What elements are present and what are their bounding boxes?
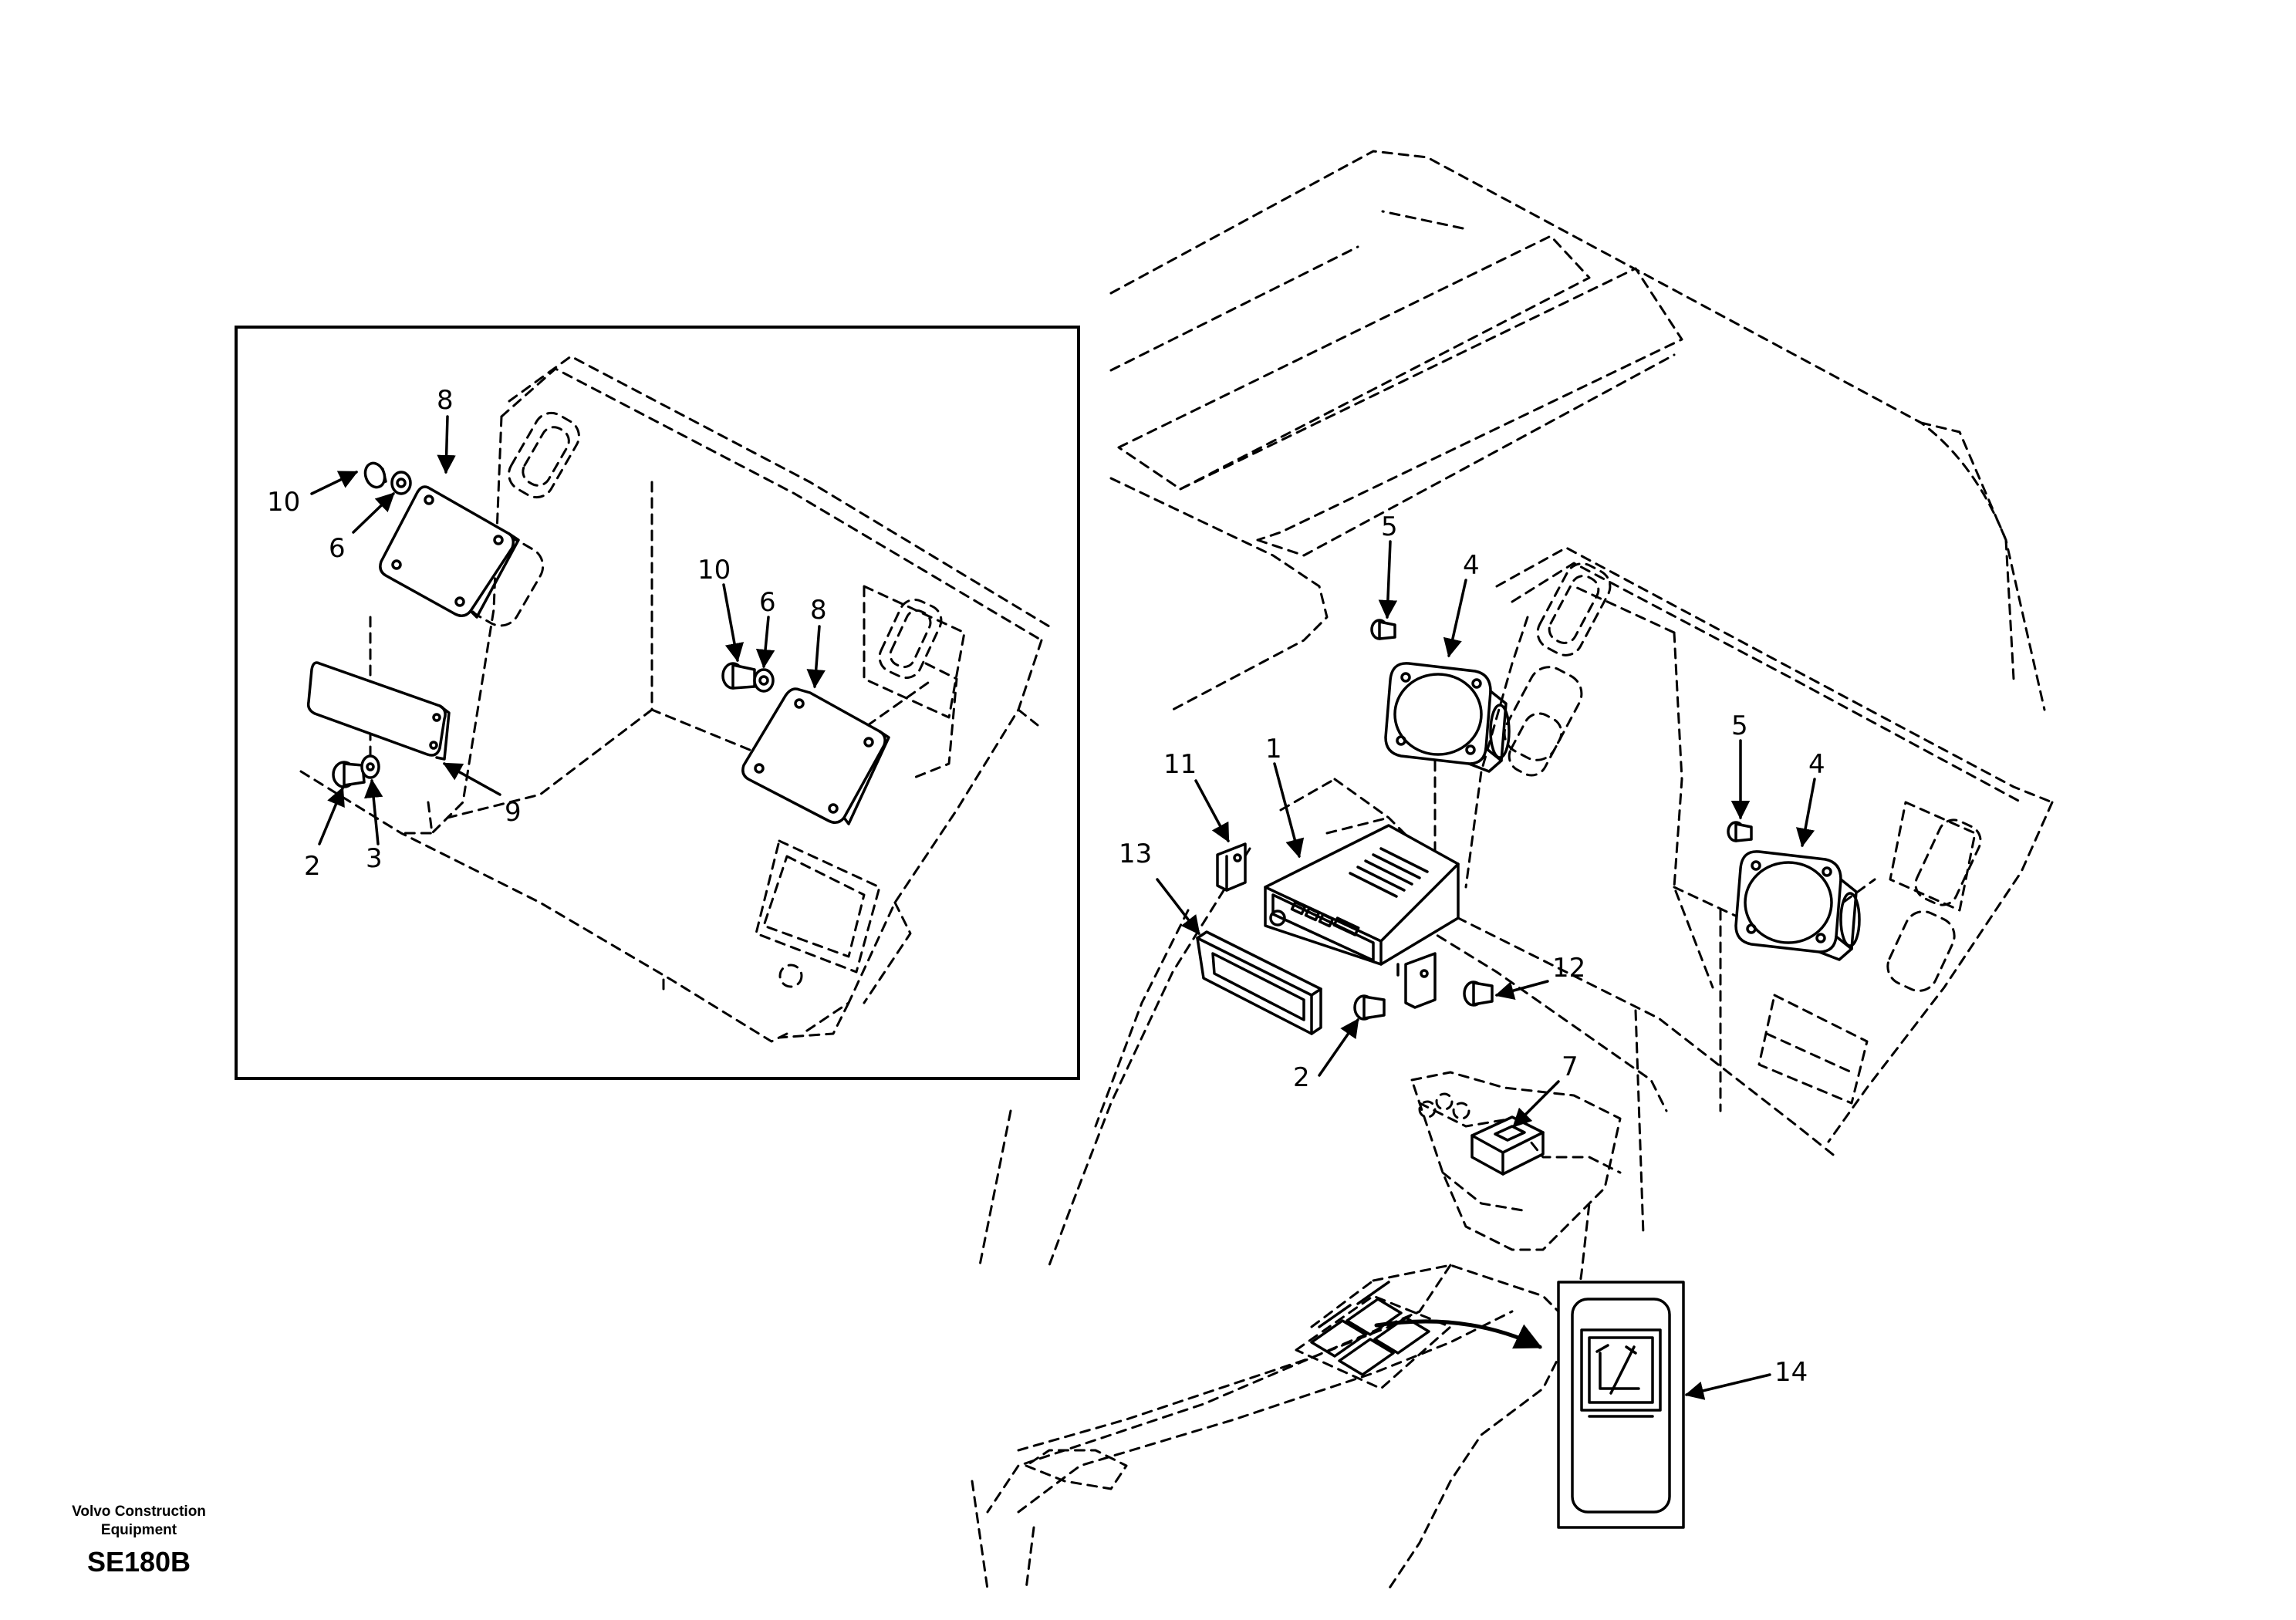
- screw-front: [1353, 994, 1386, 1021]
- callout-main-4-left: 4: [1463, 550, 1480, 581]
- cab-frame-outline: [1333, 546, 2054, 1159]
- bolt-washer-mid: [721, 662, 775, 693]
- footer-block: Volvo Construction Equipment SE180B: [46, 1503, 231, 1578]
- screw-side: [1463, 980, 1494, 1007]
- callout-main-11: 11: [1163, 749, 1197, 780]
- lower-plate: [306, 661, 451, 761]
- callout-main-1: 1: [1265, 734, 1282, 764]
- radio-bezel: [1196, 930, 1322, 1035]
- callout-inset-8-mid: 8: [810, 595, 827, 626]
- callout-inset-3: 3: [366, 843, 383, 874]
- speaker-right: [1734, 850, 1861, 961]
- brand-line-1: Volvo Construction: [72, 1504, 206, 1520]
- bolt-washer-top: [363, 461, 412, 495]
- callout-inset-9: 9: [505, 797, 522, 828]
- cab-roof-outline: [1109, 150, 2046, 711]
- callout-inset-10-mid: 10: [697, 555, 731, 586]
- callout-main-5-left: 5: [1381, 511, 1398, 542]
- callout-inset-6-mid: 6: [759, 587, 776, 618]
- main-cab-view: 5 4 5 4 11 1 13 12 2 7 14: [971, 150, 2054, 1591]
- inset-detail: 8 10 6 10 6 8 9 2 3: [235, 326, 1080, 1080]
- callout-main-5-right: 5: [1731, 710, 1748, 741]
- inset-frame: [235, 326, 1080, 1080]
- callout-inset-8-top: 8: [437, 385, 454, 416]
- speaker-screw-right: [1727, 821, 1753, 842]
- brand-line-2: Equipment: [100, 1522, 177, 1538]
- switch-detail: [1557, 1281, 1685, 1529]
- callout-main-2: 2: [1293, 1062, 1310, 1093]
- callout-inset-2: 2: [304, 851, 321, 882]
- callout-inset-10-left: 10: [267, 487, 300, 518]
- cover-plate-mid: [741, 687, 890, 825]
- callout-main-13: 13: [1119, 839, 1152, 869]
- callout-main-4-right: 4: [1808, 749, 1825, 780]
- callout-main-7: 7: [1562, 1051, 1578, 1082]
- callout-inset-6-left: 6: [329, 533, 346, 564]
- bolt-washer-inset: [332, 754, 380, 788]
- bracket-right: [1404, 952, 1437, 1009]
- callout-main-12: 12: [1552, 953, 1585, 984]
- cover-plate-top: [379, 485, 520, 619]
- radio-unit: [1264, 824, 1460, 977]
- bracket-left: [1216, 842, 1247, 892]
- model-code: SE180B: [86, 1546, 191, 1578]
- speaker-left: [1384, 662, 1511, 773]
- speaker-screw-left: [1370, 619, 1396, 640]
- callout-main-14: 14: [1774, 1357, 1808, 1388]
